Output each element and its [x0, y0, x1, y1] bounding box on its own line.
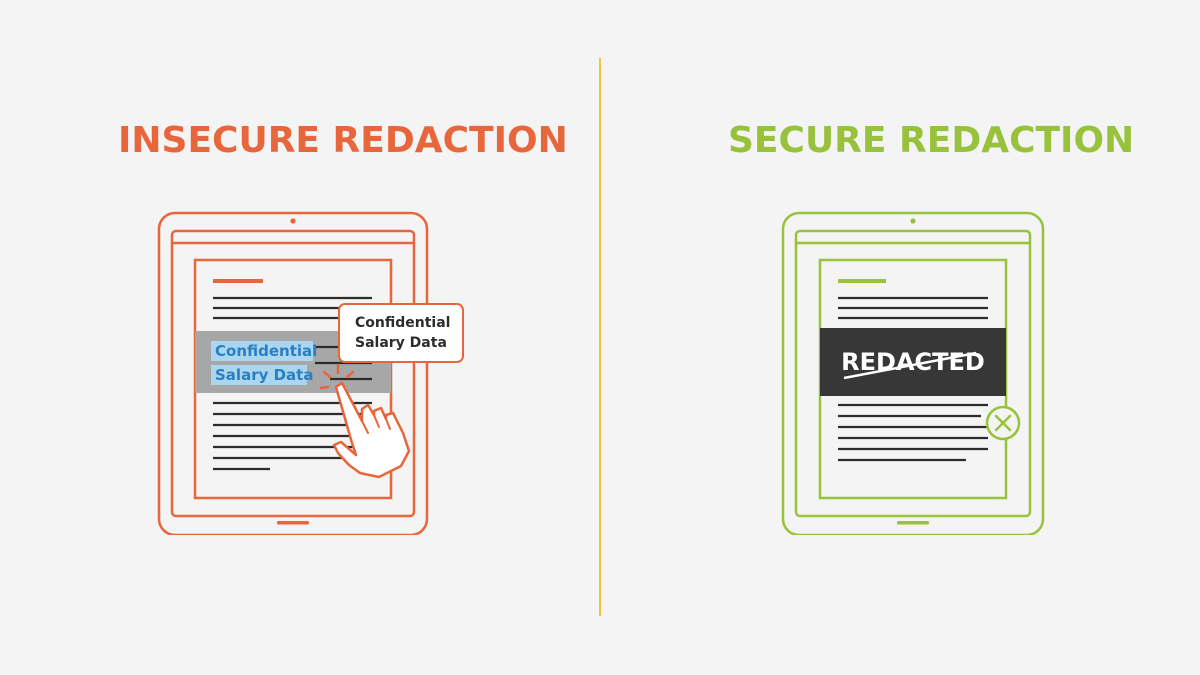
secure-tablet — [781, 211, 1045, 535]
doc-text-lines-top — [838, 296, 988, 320]
click-sparkle-icon — [319, 363, 355, 390]
tablet-frame — [781, 211, 1045, 535]
tablet-screen — [794, 229, 1032, 518]
center-divider — [599, 58, 601, 616]
x-circle-icon — [985, 405, 1021, 441]
highlighted-text-line-1: Confidential — [215, 342, 318, 360]
tablet-camera — [910, 218, 916, 224]
home-button — [277, 521, 309, 525]
highlight-box-2 — [211, 365, 307, 385]
callout-line-1: Confidential — [355, 315, 451, 331]
redacted-strike-line — [843, 351, 977, 380]
callout-line-2: Salary Data — [355, 335, 447, 351]
secure-redaction-title: SECURE REDACTION — [728, 120, 1135, 161]
highlight-box-1 — [211, 341, 313, 361]
revealed-text-callout: Confidential Salary Data — [338, 303, 464, 363]
insecure-redaction-title: INSECURE REDACTION — [118, 120, 568, 161]
tablet-screen — [170, 229, 416, 518]
redacted-label: REDACTED — [841, 348, 985, 376]
redaction-bar — [820, 328, 1006, 396]
doc-heading-bar — [213, 279, 263, 283]
tablet-frame — [157, 211, 429, 535]
home-button — [897, 521, 929, 525]
doc-heading-bar — [838, 279, 886, 283]
tablet-camera — [290, 218, 296, 224]
doc-text-lines-bottom — [838, 403, 988, 462]
pointing-hand-icon — [332, 381, 411, 479]
highlighted-text-line-2: Salary Data — [215, 366, 314, 384]
